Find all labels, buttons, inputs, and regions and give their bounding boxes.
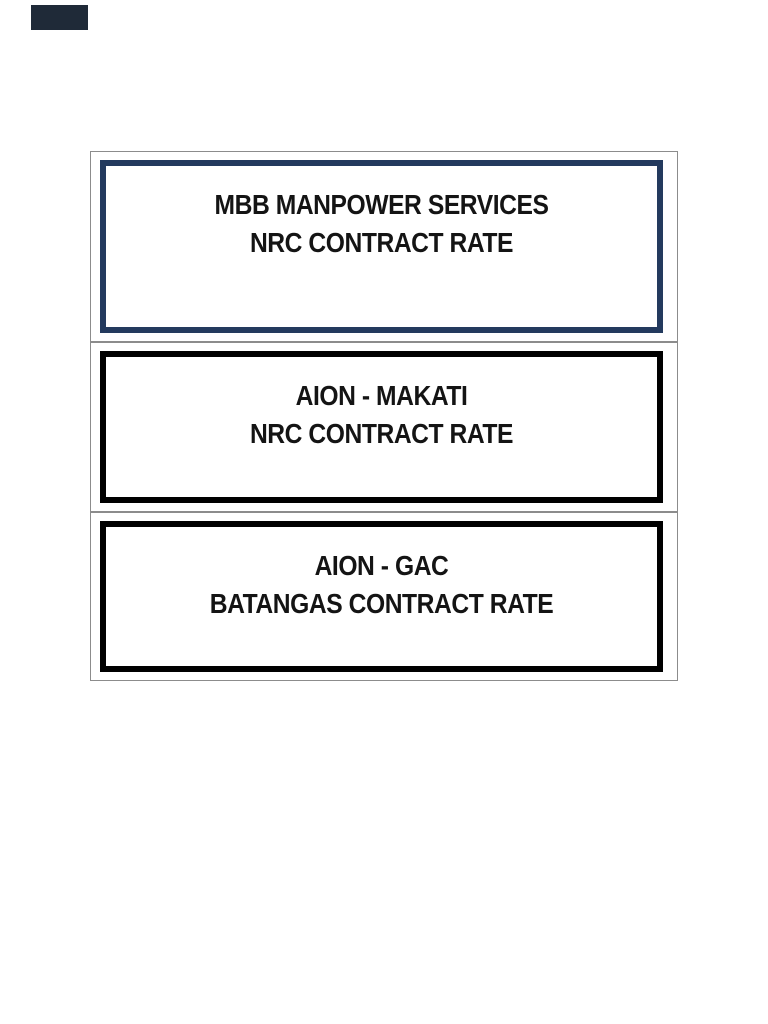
card-title-line: AION - GAC [314, 550, 449, 581]
card-mbb-nrc-contract-rate: MBB MANPOWER SERVICES NRC CONTRACT RATE [100, 160, 663, 333]
card-aion-makati-nrc-contract-rate: AION - MAKATI NRC CONTRACT RATE [100, 351, 663, 503]
card-title-line: NRC CONTRACT RATE [249, 227, 514, 258]
frame-row-3: AION - GAC BATANGAS CONTRACT RATE [90, 512, 678, 681]
card-title-line: AION - MAKATI [295, 380, 468, 411]
card-title-line: MBB MANPOWER SERVICES [214, 189, 549, 220]
card-title-line: NRC CONTRACT RATE [249, 418, 514, 449]
corner-mark [31, 5, 88, 30]
frame-row-2: AION - MAKATI NRC CONTRACT RATE [90, 342, 678, 512]
frame-row-1: MBB MANPOWER SERVICES NRC CONTRACT RATE [90, 151, 678, 342]
card-aion-gac-batangas-contract-rate: AION - GAC BATANGAS CONTRACT RATE [100, 521, 663, 672]
title-cards-frame: MBB MANPOWER SERVICES NRC CONTRACT RATE … [90, 151, 678, 681]
card-title-line: BATANGAS CONTRACT RATE [209, 588, 554, 619]
